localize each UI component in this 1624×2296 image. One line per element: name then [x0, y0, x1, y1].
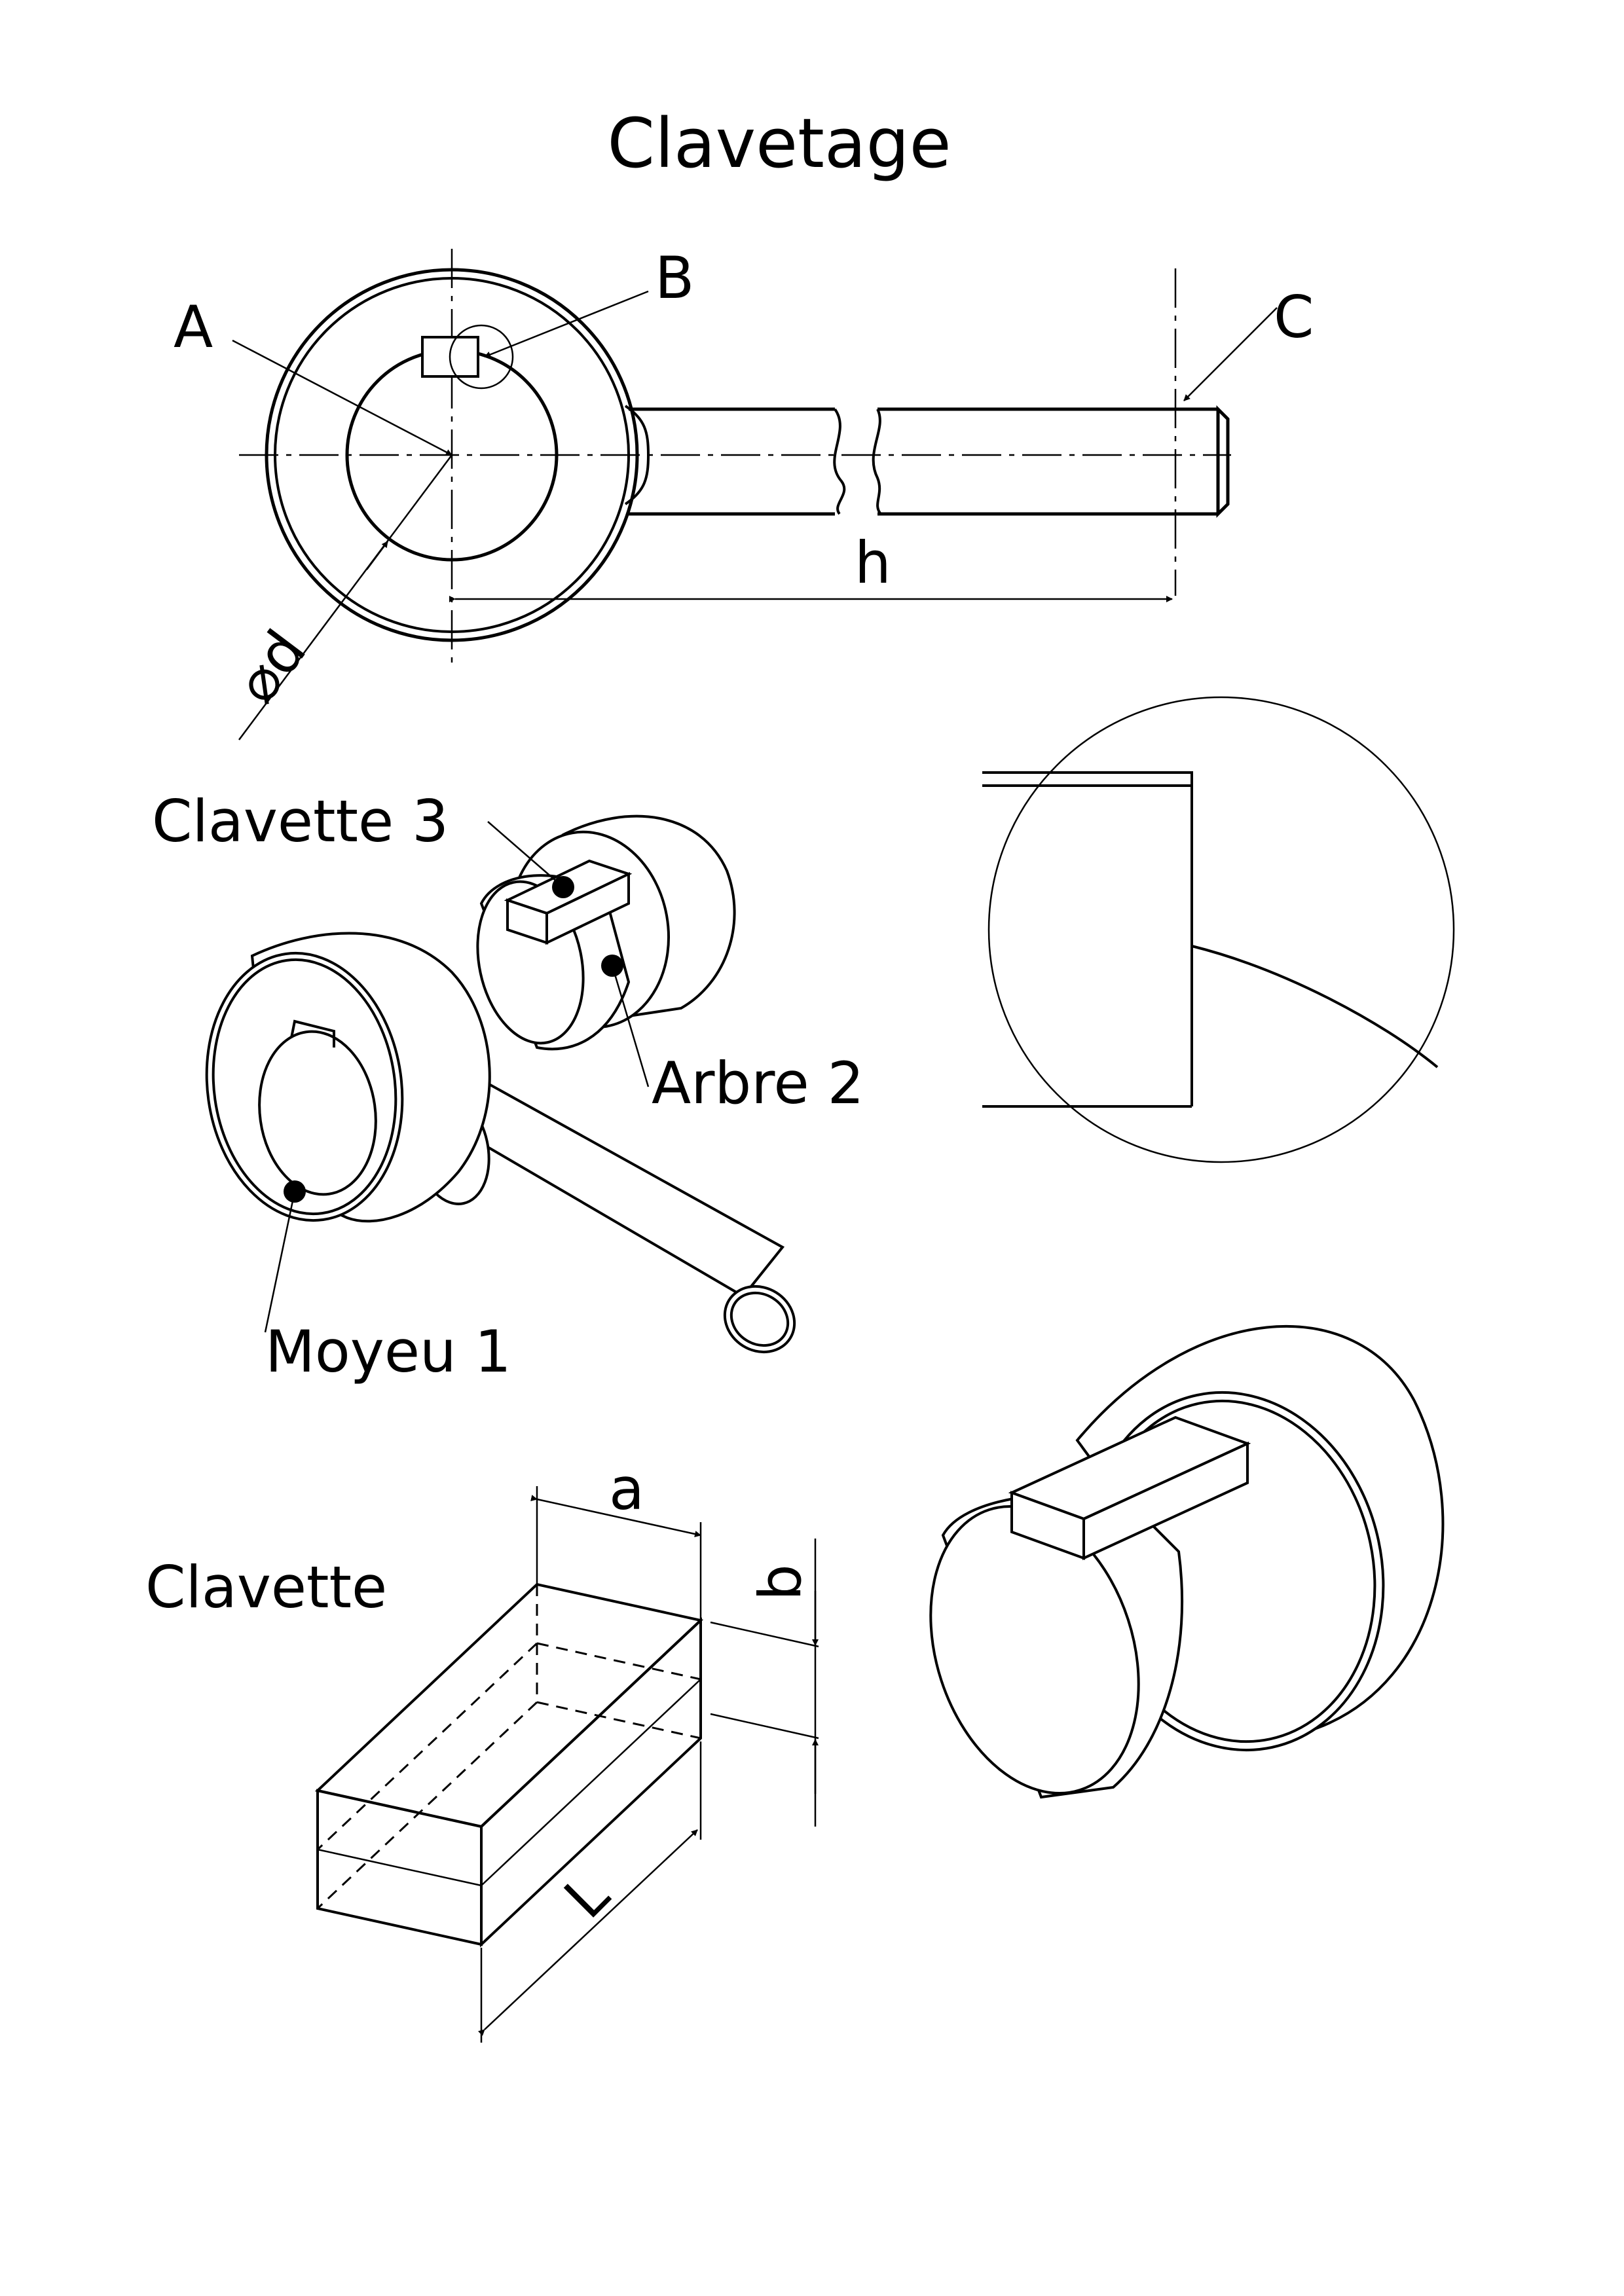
detail-bore-arc — [1191, 945, 1439, 1068]
hub-chamfer-circle — [274, 277, 630, 633]
leader-a — [232, 339, 452, 456]
dim-b-ext-bottom — [710, 1713, 819, 1740]
detail-circle-b — [449, 324, 514, 390]
key-drawing-title: Clavette — [145, 1554, 387, 1621]
key-slot — [421, 336, 479, 378]
detail-key-top-edge — [982, 771, 1193, 787]
hub-front-chamfer — [212, 958, 397, 1216]
key-hidden-mid-1 — [536, 1642, 701, 1681]
hub-shaft-end-inner — [729, 1291, 790, 1347]
label-c: C — [1274, 283, 1314, 351]
label-diameter-d: ⌀d — [223, 618, 320, 716]
key-mid-line-side — [481, 1679, 701, 1886]
detail-boundary-circle — [987, 696, 1455, 1163]
label-dim-a: a — [609, 1455, 644, 1523]
enlarged-key-side — [1082, 1441, 1249, 1561]
dim-b-ext-top — [710, 1621, 819, 1648]
hub-isometric: Moyeu 1 — [205, 932, 796, 1385]
leader-b — [484, 290, 649, 358]
key-isometric: Clavette a b L — [145, 1455, 819, 2043]
key-callout-leader — [487, 821, 564, 888]
key-hidden-mid-2 — [316, 1642, 538, 1851]
enlarged-shaft-end-face — [929, 1505, 1140, 1795]
shaft-fillet — [624, 405, 650, 505]
label-dim-l: L — [551, 1861, 622, 1931]
diameter-arrow — [365, 541, 389, 570]
hub-keyway — [290, 1019, 335, 1048]
front-view: A B C h ⌀d — [174, 244, 1314, 740]
dim-l-line — [478, 1829, 698, 2036]
drawing-title: Clavetage — [607, 103, 951, 183]
shaft-isometric: Clavette 3 Arbre 2 — [152, 788, 864, 1117]
label-h: h — [855, 529, 891, 596]
break-line-right — [872, 409, 882, 515]
key-hidden-edge-2 — [316, 1701, 538, 1910]
hub-callout-leader — [264, 1191, 296, 1333]
label-a: A — [174, 293, 213, 361]
label-dim-b: b — [747, 1564, 814, 1601]
key-mid-line — [317, 1848, 482, 1887]
leader-c — [1183, 307, 1278, 401]
break-line-left — [833, 408, 846, 515]
label-moyeu-1: Moyeu 1 — [265, 1318, 511, 1385]
shaft-callout-leader — [611, 965, 650, 1087]
dim-a-line — [530, 1495, 701, 1537]
label-b: B — [655, 244, 694, 312]
hub-bore — [258, 1030, 377, 1196]
key-hidden-edge-3 — [536, 1701, 701, 1740]
shaft-key-enlarged — [929, 1324, 1445, 1799]
diameter-leader — [238, 454, 453, 740]
label-clavette-3: Clavette 3 — [152, 788, 449, 855]
detail-view-b — [982, 696, 1455, 1163]
shaft-key-side — [545, 871, 630, 945]
shaft-end — [1216, 405, 1230, 519]
hub-outer-circle — [265, 268, 639, 642]
label-arbre-2: Arbre 2 — [652, 1049, 864, 1117]
